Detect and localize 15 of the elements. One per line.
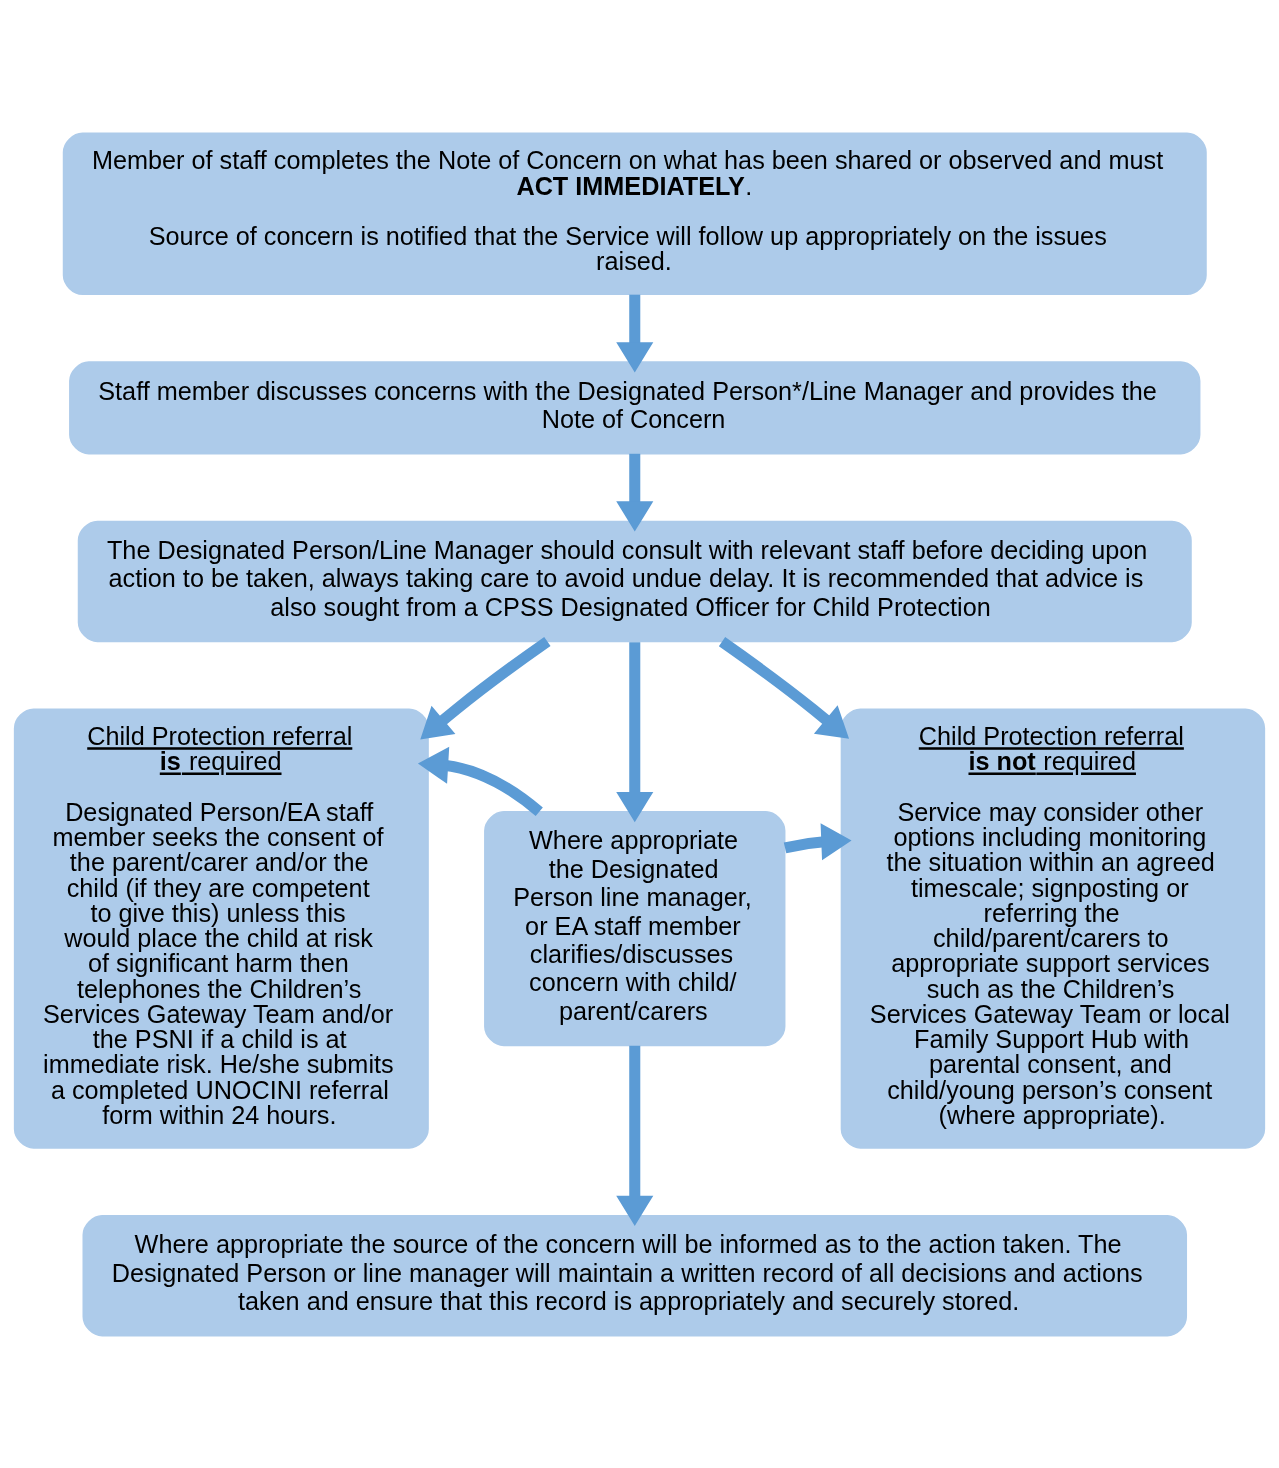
arrow xyxy=(616,641,654,822)
node-box: Child Protection referral is not required Service may consider other options including monitoring the situation within an agreed timescale; signposting or referring the child/parent/carers to appropriate support services such as the Children’s Services Gateway Team or local Family Support Hub with parental consent, and child/young person’s consent (where appropriate). xyxy=(840,707,1266,1149)
node-box: Where appropriate the Designated Person line manager, or EA staff member clarifies/discusses concern with child/ parent/carers xyxy=(484,810,786,1046)
node-box: The Designated Person/Line Manager should consult with relevant staff before deciding upon action to be taken, always taking care to avoid undue delay. It is recommended that advice is also sought from a CPSS Designated Officer for Child Protection xyxy=(77,520,1192,642)
arrow xyxy=(718,636,850,739)
arrow xyxy=(420,636,551,739)
node-box: Where appropriate the source of the concern will be informed as to the action taken. The Designated Person or line manager will maintain a written record of all decisions and actions taken and ensure that this record is appropriately and securely stored. xyxy=(82,1214,1188,1336)
arrow xyxy=(616,453,654,532)
node-box: Staff member discusses concerns with the Designated Person*/Line Manager and provides the Note of Concern xyxy=(69,360,1201,454)
node-box: Member of staff completes the Note of Concern on what has been shared or observed and must ACT IMMEDIATELY. Source of concern is notified that the Service will follow up appropriately on the issues raised. xyxy=(62,132,1207,295)
arrow xyxy=(417,746,543,816)
arrow xyxy=(616,294,654,372)
arrow xyxy=(783,822,852,860)
arrow xyxy=(616,1045,654,1226)
node-box: Child Protection referral is required Designated Person/EA staff member seeks the consent of the parent/carer and/or the child (if they are competent to give this) unless this would place the child at risk of significant harm then telephones the Children’s Services Gateway Team and/or the PSNI if a child is at immediate risk. He/she submits a completed UNOCINI referral form within 24 hours. xyxy=(13,707,429,1149)
